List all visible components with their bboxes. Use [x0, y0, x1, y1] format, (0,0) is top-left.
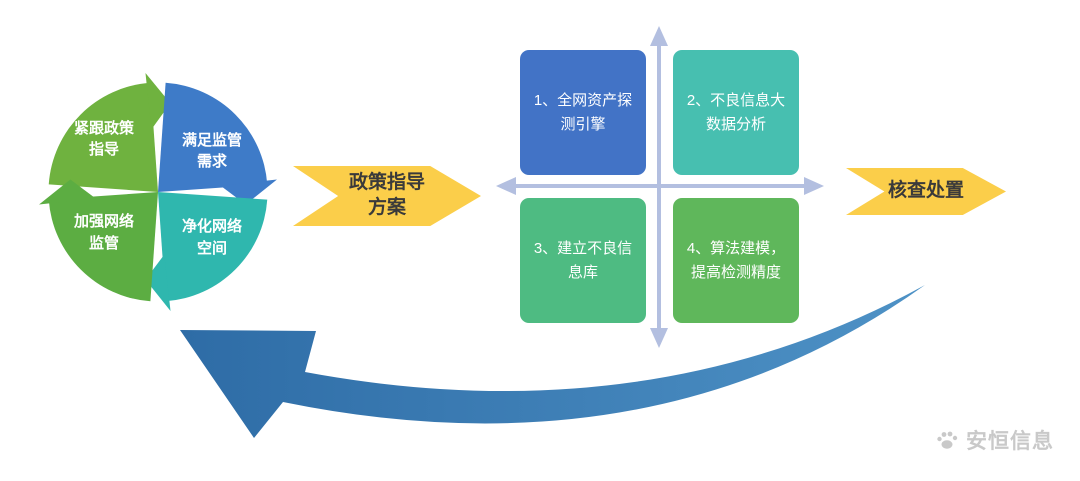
pie-arrow-tip-right	[220, 179, 277, 205]
pie-label-top-right: 满足监管 需求	[181, 131, 242, 171]
policy-cycle-pie: 紧跟政策 指导 满足监管 需求 加强网络 监管 净化网络 空间	[38, 72, 278, 312]
pie-sector-top-right	[158, 82, 268, 192]
pie-arrow-tip-left	[39, 179, 96, 205]
pie-sector-bottom-left	[48, 192, 158, 302]
matrix-box-info-library: 3、建立不良信 息库	[520, 198, 646, 323]
pie-arrow-tip-bottom	[145, 254, 171, 311]
feedback-arrow-shape	[180, 285, 925, 438]
pie-label-top-left: 紧跟政策 指导	[73, 119, 134, 159]
pie-arrow-tip-top	[145, 73, 171, 130]
pie-sector-bottom-right	[158, 192, 268, 302]
pie-label-bottom-right: 净化网络 空间	[181, 218, 242, 257]
watermark-label: 安恒信息	[966, 430, 1054, 453]
axis-arrowhead-right	[804, 177, 824, 195]
matrix-box-bigdata-analysis: 2、不良信息大 数据分析	[673, 50, 799, 175]
pie-sector-top-left	[48, 82, 158, 192]
pie-sectors	[39, 73, 277, 311]
watermark: 安恒信息	[935, 425, 1054, 455]
pie-label-bottom-left: 加强网络 监管	[73, 213, 134, 252]
matrix-box-asset-detection: 1、全网资产探 测引擎	[520, 50, 646, 175]
matrix-box-algorithm-modeling: 4、算法建模， 提高检测精度	[673, 198, 799, 323]
axis-arrowhead-left	[496, 177, 516, 195]
axis-arrowhead-down	[650, 328, 668, 348]
axis-arrowhead-up	[650, 26, 668, 46]
brand-paw-icon	[937, 431, 958, 449]
